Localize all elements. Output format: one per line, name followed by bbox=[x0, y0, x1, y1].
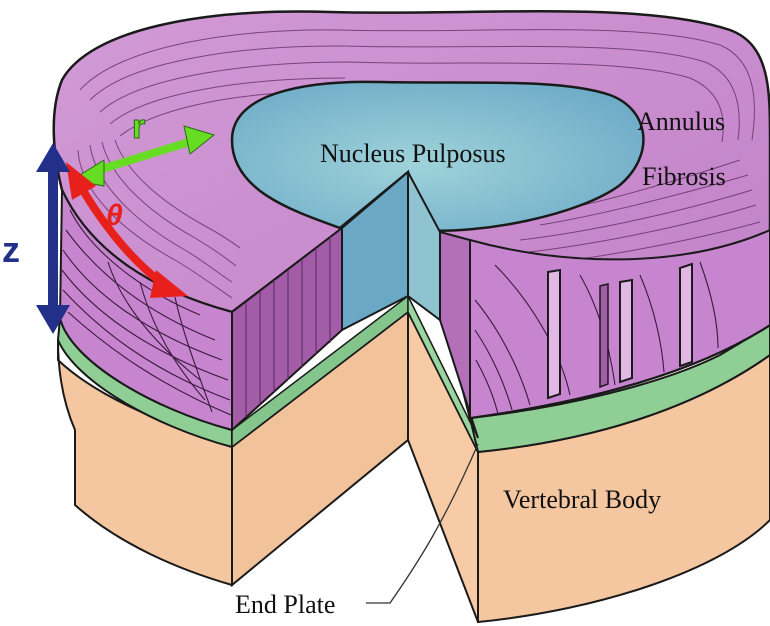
z-arrow: z bbox=[2, 143, 70, 334]
z-label: z bbox=[2, 229, 20, 270]
theta-label: θ bbox=[106, 199, 123, 232]
fibrosis-label: Fibrosis bbox=[642, 162, 726, 191]
end-plate-label: End Plate bbox=[235, 590, 335, 619]
vertebral-body-label: Vertebral Body bbox=[503, 485, 661, 514]
annulus-label: Annulus bbox=[637, 107, 725, 136]
nucleus-pulposus-label: Nucleus Pulposus bbox=[320, 139, 506, 168]
r-label: r bbox=[132, 108, 145, 146]
